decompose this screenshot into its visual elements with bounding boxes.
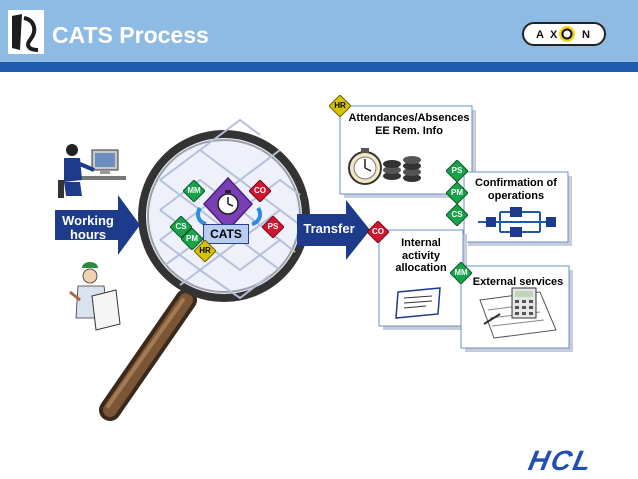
document-icon <box>395 287 441 319</box>
badge-ps-confirmation: PS <box>445 159 469 183</box>
attendances-label: Attendances/Absences EE Rem. Info <box>348 112 470 137</box>
axon-letter-a: A <box>536 29 544 41</box>
construction-worker-icon <box>69 262 121 331</box>
badge-pm-center: PM <box>180 227 204 251</box>
transfer-label: Transfer <box>303 221 355 236</box>
internal-label: Internal activity allocation <box>395 237 447 275</box>
office-worker-icon <box>58 144 126 198</box>
axon-letter-x: X <box>550 29 558 41</box>
badge-hr-center: HR <box>193 239 217 263</box>
badge-co-internal: CO <box>366 220 390 244</box>
cats-label: CATS <box>203 224 249 244</box>
working-hours-arrow <box>55 195 140 255</box>
slide-logo-icon <box>8 10 44 54</box>
badge-cs-center: CS <box>169 215 193 239</box>
page-title: CATS Process <box>52 22 209 48</box>
working-hours-label: Working hours <box>62 213 114 243</box>
badge-pm-confirmation: PM <box>445 181 469 205</box>
axon-logo: A X N <box>522 22 606 46</box>
stopwatch-coins-icon <box>348 148 421 185</box>
cats-center-node <box>196 176 262 232</box>
network-flow-icon <box>478 207 556 237</box>
confirmation-label: Confirmation of operations <box>475 177 557 202</box>
hcl-logo: HCL <box>526 446 596 474</box>
badge-ps-center: PS <box>261 215 285 239</box>
header-band <box>0 62 638 72</box>
magnifier-handle <box>99 289 197 421</box>
badge-co-center: CO <box>248 179 272 203</box>
invoice-calculator-icon <box>479 287 557 339</box>
axon-letter-n: N <box>582 29 590 41</box>
external-label: External services <box>472 276 564 288</box>
transfer-arrow <box>297 200 370 260</box>
badge-cs-confirmation: CS <box>445 203 469 227</box>
badge-mm-external: MM <box>449 261 473 285</box>
badge-mm-center: MM <box>182 179 206 203</box>
badge-hr-attendances: HR <box>328 94 352 118</box>
hcl-logo-text: HCL <box>526 446 596 474</box>
